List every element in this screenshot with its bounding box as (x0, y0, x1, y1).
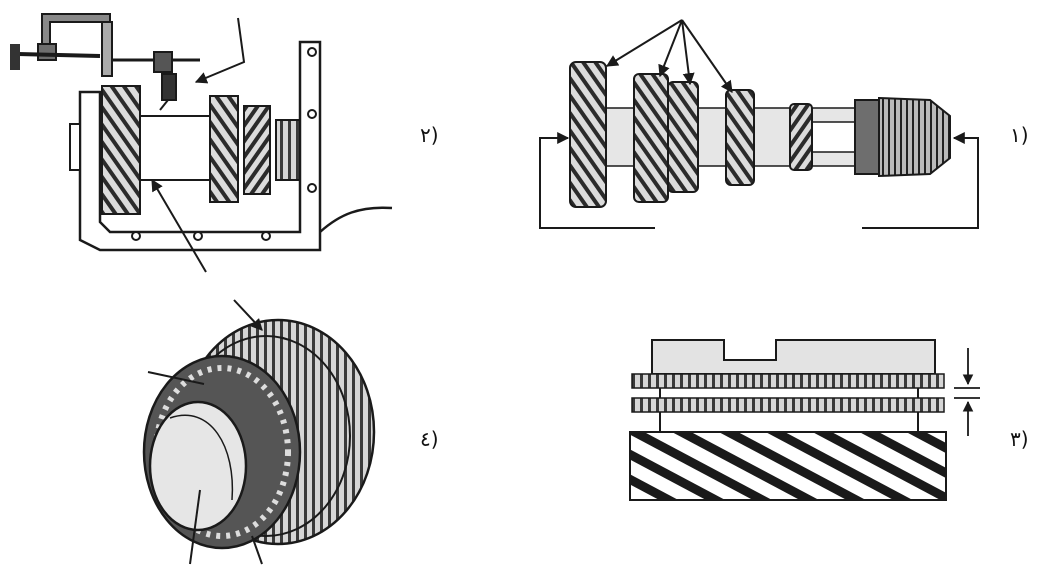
bearing-row-lower (631, 397, 945, 413)
panel-2-label: ٢) (420, 123, 439, 147)
panel-4-gear-bearing (142, 299, 376, 565)
panel-1-label: ١) (1010, 123, 1029, 147)
bearing-row-upper (631, 373, 945, 389)
panel-3-label: ٣) (1010, 427, 1029, 451)
panel-2-housing-assembly (10, 13, 393, 273)
panel-1-shaft-assembly (539, 19, 979, 229)
panel-3-clearance-diagram (629, 339, 980, 501)
bearing-icon (854, 96, 951, 178)
clamp-icon (10, 13, 113, 77)
gear-icon (569, 61, 607, 208)
dial-indicator-icon (112, 51, 200, 111)
panel-4-label: ٤) (420, 427, 439, 451)
